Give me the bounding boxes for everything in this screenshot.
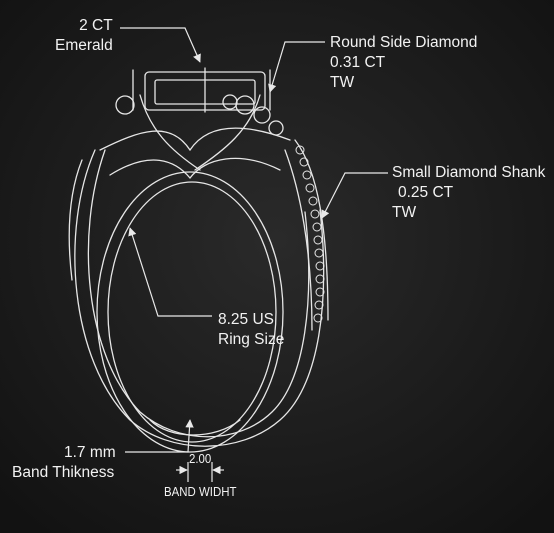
band-width-title: BAND WIDHT (164, 484, 237, 499)
pave-diamond (315, 261, 325, 271)
pave-diamond (299, 157, 309, 167)
ring-outline (68, 67, 329, 453)
side-diamond-4 (222, 94, 238, 110)
label-band-thickness: 1.7 mm Band Thikness (12, 443, 116, 483)
side-diamond-2 (253, 106, 271, 124)
pave-diamond (312, 222, 322, 232)
ring-size-value: 8.25 US (218, 311, 275, 328)
emerald-name: Emerald (55, 37, 113, 54)
leader-band-thickness (125, 419, 194, 453)
gallery-cross (109, 157, 281, 180)
band-inner-opening-2 (107, 181, 277, 443)
pave-diamond (295, 145, 305, 155)
gallery-swirl-left (139, 94, 201, 171)
leader-lines (120, 27, 388, 482)
label-shank: Small Diamond Shank 0.25 CT TW (392, 163, 545, 223)
leader-ring-size (128, 227, 212, 317)
leader-side-diamond (268, 41, 325, 93)
leader-shank (321, 172, 388, 219)
band-thickness-value: 1.7 mm (64, 444, 116, 461)
pave-diamond (313, 313, 323, 323)
label-side-diamond: Round Side Diamond 0.31 CT TW (330, 33, 477, 93)
emerald-carat: 2 CT (79, 17, 113, 34)
gallery-swirl-right (194, 94, 261, 171)
pave-diamond (314, 300, 324, 310)
leader-emerald (120, 27, 201, 63)
gallery-top (99, 127, 291, 152)
right-shank-inner (284, 149, 313, 331)
shank-tw: TW (392, 204, 417, 221)
band-outer-edge (74, 149, 325, 447)
pave-diamond (315, 287, 325, 297)
pave-diamond (314, 248, 324, 258)
label-emerald: 2 CT Emerald (55, 16, 113, 56)
right-shank (294, 139, 329, 321)
band-inner-opening (96, 171, 284, 453)
side-diamond-left (115, 95, 135, 115)
pave-diamond (313, 235, 323, 245)
band-thickness-title: Band Thikness (12, 464, 115, 481)
pave-diamond (308, 196, 318, 206)
side-diamond-name: Round Side Diamond (330, 34, 478, 51)
side-diamond-3 (268, 120, 284, 136)
shank-carat: 0.25 CT (398, 184, 454, 201)
pave-diamond (310, 209, 320, 219)
band-width-value: 2.00 (189, 451, 212, 466)
label-ring-size: 8.25 US Ring Size (218, 310, 284, 350)
pave-diamond (302, 170, 312, 180)
side-diamond-tw: TW (330, 74, 355, 91)
pave-diamond (305, 183, 315, 193)
band-bottom-arc (149, 419, 241, 436)
pave-diamond (315, 274, 325, 284)
side-diamond-carat: 0.31 CT (330, 54, 386, 71)
pave-diamonds (295, 145, 325, 323)
ring-size-title: Ring Size (218, 331, 285, 348)
shank-name: Small Diamond Shank (392, 164, 546, 181)
left-shank (68, 159, 83, 281)
